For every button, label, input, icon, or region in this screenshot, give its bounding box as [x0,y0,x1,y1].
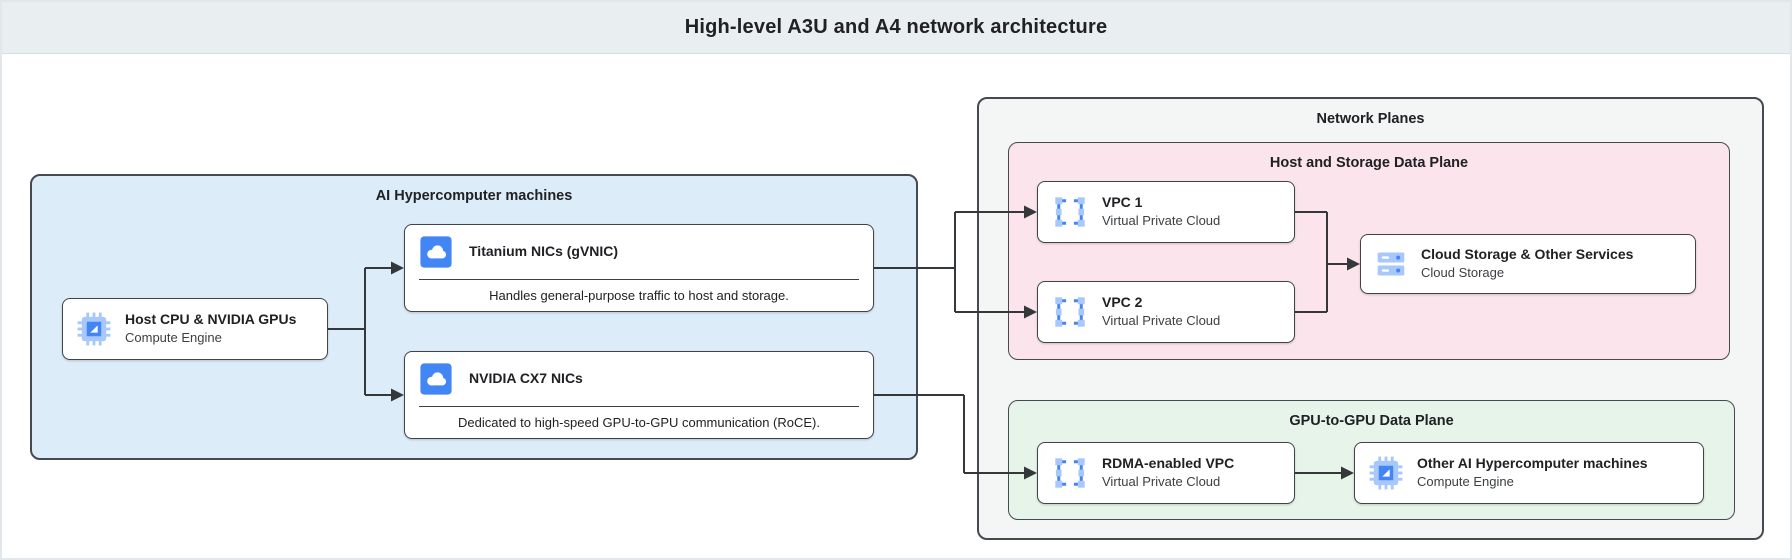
node-title: RDMA-enabled VPC [1102,455,1235,472]
group-label: Host and Storage Data Plane [1269,155,1469,171]
group-label: GPU-to-GPU Data Plane [1289,413,1454,429]
node-title: Titanium NICs (gVNIC) [469,243,619,260]
node-title: Cloud Storage & Other Services [1421,246,1634,263]
diagram-header: High-level A3U and A4 network architectu… [2,2,1790,54]
node-subtitle: Compute Engine [125,329,222,345]
group-label: Network Planes [1316,111,1425,127]
node-title: NVIDIA CX7 NICs [469,370,583,387]
node-vpc-2: VPC 2 Virtual Private Cloud [1037,281,1295,343]
vpc-icon [1053,456,1087,490]
node-subtitle: Virtual Private Cloud [1102,212,1221,228]
node-host-cpu-nvidia-gpus: Host CPU & NVIDIA GPUs Compute Engine [62,298,328,360]
cloud-storage-icon [1377,252,1405,276]
node-description: Dedicated to high-speed GPU-to-GPU commu… [458,415,820,430]
node-other-ai-hypercomputer-machines: Other AI Hypercomputer machines Compute … [1354,442,1704,504]
node-subtitle: Cloud Storage [1421,264,1505,280]
divider [419,406,859,407]
node-titanium-nics: Titanium NICs (gVNIC) Handles general-pu… [404,224,874,312]
node-rdma-enabled-vpc: RDMA-enabled VPC Virtual Private Cloud [1037,442,1295,504]
node-text: Other AI Hypercomputer machines Compute … [1417,455,1648,490]
node-text: VPC 2 Virtual Private Cloud [1102,294,1220,329]
node-text: Cloud Storage & Other Services Cloud Sto… [1421,246,1633,281]
node-vpc-1: VPC 1 Virtual Private Cloud [1037,181,1295,243]
node-text: VPC 1 Virtual Private Cloud [1102,194,1220,229]
group-label: AI Hypercomputer machines [375,188,573,204]
node-title: Host CPU & NVIDIA GPUs [125,311,297,328]
node-subtitle: Virtual Private Cloud [1102,473,1221,489]
node-text: RDMA-enabled VPC Virtual Private Cloud [1102,455,1234,490]
divider [419,279,859,280]
vpc-icon [1053,195,1087,229]
compute-engine-icon [77,312,111,346]
node-title: VPC 2 [1102,294,1143,311]
compute-engine-icon [1369,456,1403,490]
cloud-icon [420,236,452,268]
vpc-icon [1053,295,1087,329]
node-text: Host CPU & NVIDIA GPUs Compute Engine [125,311,296,346]
node-description: Handles general-purpose traffic to host … [489,288,789,303]
cloud-icon [420,363,452,395]
page-title: High-level A3U and A4 network architectu… [684,16,1108,38]
node-subtitle: Compute Engine [1417,473,1514,489]
node-cloud-storage: Cloud Storage & Other Services Cloud Sto… [1360,234,1696,294]
node-title: VPC 1 [1102,194,1143,211]
node-subtitle: Virtual Private Cloud [1102,312,1221,328]
node-title: Other AI Hypercomputer machines [1417,455,1648,472]
node-nvidia-cx7-nics: NVIDIA CX7 NICs Dedicated to high-speed … [404,351,874,439]
